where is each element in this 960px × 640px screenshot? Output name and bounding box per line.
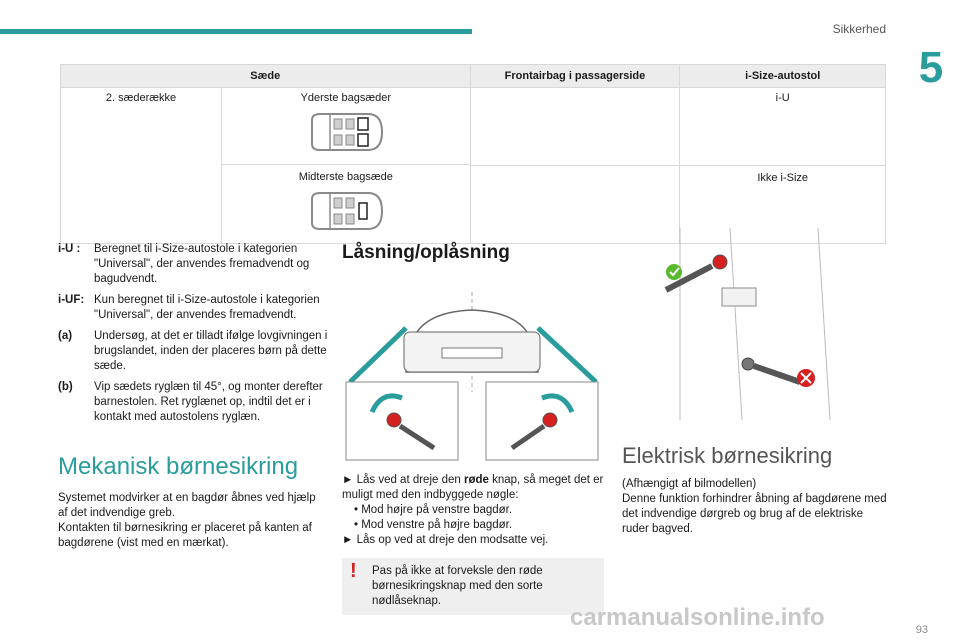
note-text: Vip sædets ryglæn til 45°, og monter der… [94,381,323,423]
note-item: (a) Undersøg, at det er tilladt ifølge lo… [58,329,328,374]
lock-step-post: knap, så meget det er muligt med den ind… [342,474,604,501]
airbag-cell [469,165,681,244]
locking-instructions: ► Lås ved at dreje den røde knap, så meg… [342,473,604,548]
locking-title: Låsning/oplåsning [342,242,510,263]
middle-column: Låsning/oplåsning ► Lås ved at dreje den… [342,242,604,615]
lock-substep: • Mod højre på venstre bagdør. [354,504,513,516]
note-text: Kun beregnet til i-Size-autostole i kate… [94,294,320,321]
electric-title: Elektrisk børnesikring [622,443,833,468]
lock-step: ► Lås ved at dreje den røde knap, så meg… [342,473,604,503]
table-header-row: Sæde Frontairbag i passagerside i-Size-a… [60,64,886,88]
lock-step-pre: ► Lås ved at dreje den [342,474,464,486]
isize-cell: i-U [679,87,886,166]
mechanical-text-2: Kontakten til børnesikring er placeret p… [58,522,312,549]
table-header: Sæde [60,64,471,88]
seat-name: Midterste bagsæde [298,171,393,183]
note-text: Beregnet til i-Size-autostole i kategori… [94,243,310,285]
seat-name: Yderste bagsæder [300,92,392,104]
page-number: 93 [915,624,928,636]
table-header: i-Size-autostol [679,64,886,88]
seat-cell-middle: Midterste bagsæde [222,165,470,243]
warning-box: ! Pas på ikke at forveksle den røde børn… [342,558,604,615]
car-middle-seat-icon [310,192,383,230]
right-column: Elektrisk børnesikring (Afhængigt af bil… [622,227,890,537]
row-label: 2. sæderække [105,92,177,104]
airbag-cell [469,87,681,166]
seat-cell-outer: Yderste bagsæder [222,88,470,165]
lock-substep: • Mod venstre på højre bagdør. [354,519,513,531]
note-key: (a) [58,330,73,342]
seat-table: Sæde Frontairbag i passagerside i-Size-a… [60,64,886,244]
mechanical-title: Mekanisk børnesikring [58,453,299,480]
warning-icon: ! [350,560,357,582]
row-label-cell: 2. sæderække Yderste bagsæder [60,87,471,244]
note-item: (b) Vip sædets ryglæn til 45°, og monter … [58,380,328,425]
electric-text-2: Denne funktion forhindrer åbning af bagd… [622,493,887,535]
left-column: i-U : Beregnet til i-Size-autostole i kat… [58,242,328,551]
unlock-step: ► Lås op ved at dreje den modsatte vej. [342,534,549,546]
watermark: carmanualsonline.info [570,604,825,631]
mechanical-text-1: Systemet modvirker at en bagdør åbnes ve… [58,492,316,519]
check-icon [666,264,682,280]
note-key: i-UF: [58,294,85,306]
door-edge-illustration [664,227,831,421]
rear-door-illustration [345,292,599,461]
warning-text: Pas på ikke at forveksle den røde børnes… [372,565,543,607]
table-header: Frontairbag i passagerside [469,64,681,88]
car-outer-seats-icon [310,113,383,151]
note-item: i-U : Beregnet til i-Size-autostole i kat… [58,242,328,287]
header-accent-bar [0,29,472,34]
lock-step-bold: røde [464,474,489,486]
note-item: i-UF: Kun beregnet til i-Size-autostole i… [58,293,328,323]
note-key: i-U : [58,243,81,255]
note-text: Undersøg, at det er tilladt ifølge lovgi… [94,330,328,372]
section-title: Sikkerhed [832,22,886,36]
table-row: Ikke i-Size [61,165,886,244]
chapter-number: 5 [902,40,960,96]
note-key: (b) [58,381,73,393]
electric-text-1: (Afhængigt af bilmodellen) [622,478,757,490]
isize-cell: Ikke i-Size [679,165,886,244]
table-row: 2. sæderække Yderste bagsæder [60,87,886,244]
